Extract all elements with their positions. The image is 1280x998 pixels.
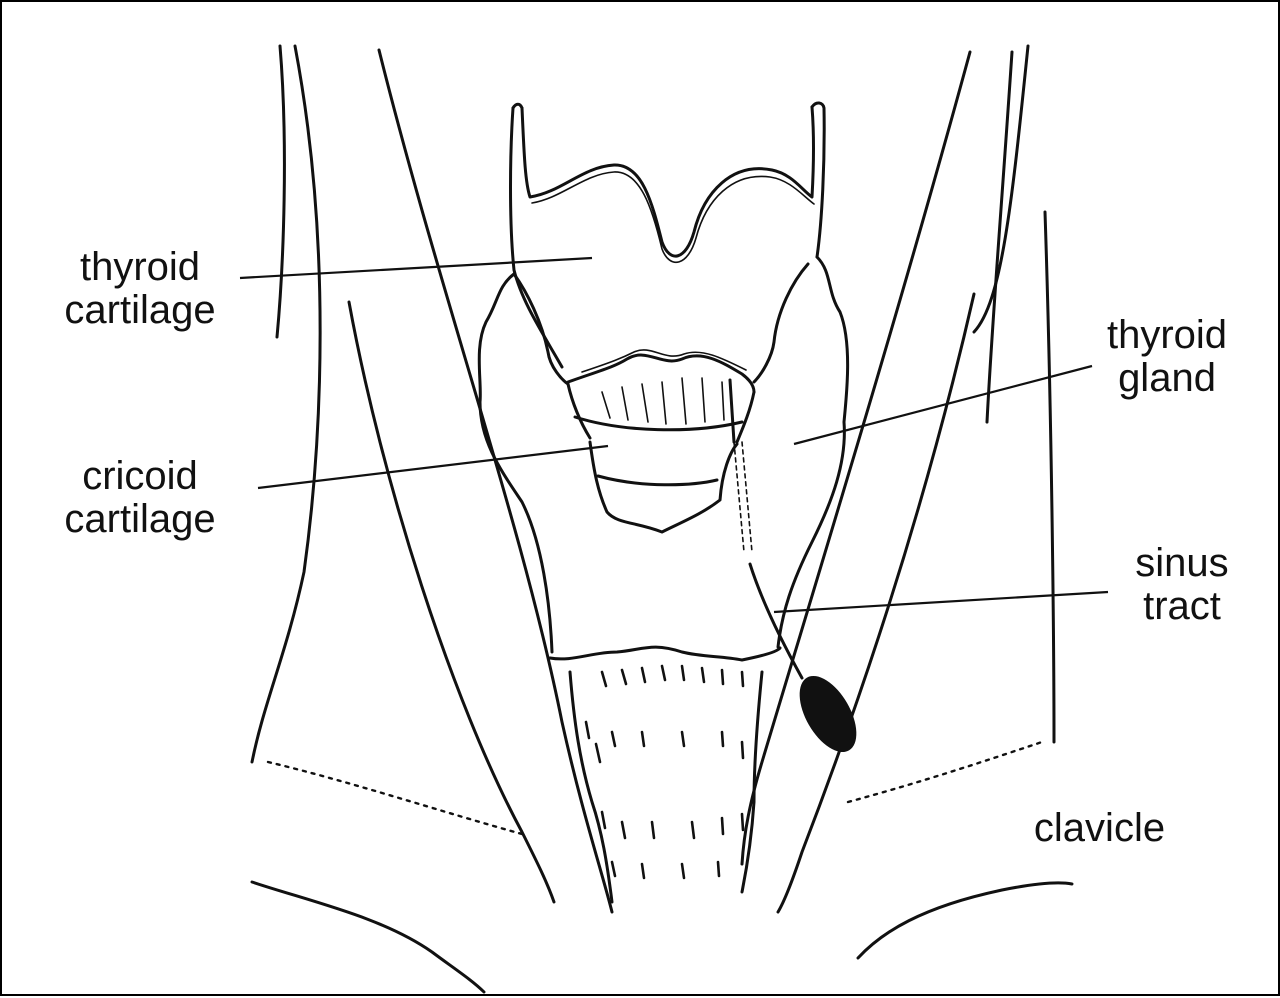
leader-sinus-tract <box>773 590 1109 614</box>
label-cricoid-cartilage: cricoid cartilage <box>64 454 216 541</box>
label-sinus-tract: sinus tract <box>1135 541 1229 628</box>
label-thyroid-gland: thyroid gland <box>1106 313 1228 400</box>
sternocleidomastoid-muscles <box>347 48 976 914</box>
neck-outline <box>250 44 1056 764</box>
thyroid-gland-shape <box>477 255 850 662</box>
leader-cricoid-cartilage <box>257 444 609 490</box>
leader-thyroid-cartilage <box>239 256 593 280</box>
sinus-tract-shape <box>728 378 857 752</box>
label-thyroid-cartilage: thyroid cartilage <box>64 245 216 332</box>
label-clavicle: clavicle <box>1033 806 1166 850</box>
leader-thyroid-gland <box>793 364 1093 446</box>
clavicle-shapes <box>250 740 1074 994</box>
leader-lines <box>239 256 1109 614</box>
trachea <box>568 664 764 904</box>
cricoid-cartilage-shape <box>566 349 756 534</box>
